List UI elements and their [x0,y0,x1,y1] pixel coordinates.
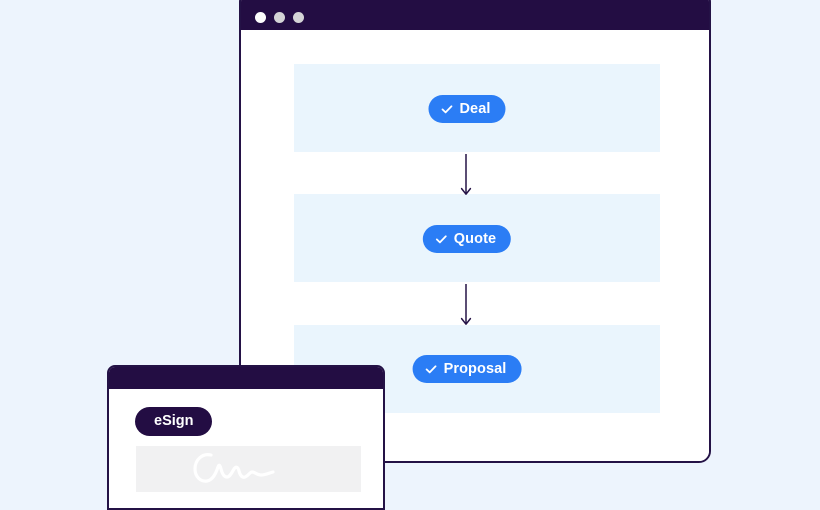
workflow-step-deal[interactable]: Deal [428,95,506,123]
check-icon [435,233,448,246]
check-icon [440,103,453,116]
esign-window-titlebar [109,367,383,389]
workflow-step-label: Quote [453,230,497,247]
esign-window: eSign [107,365,385,510]
workflow-window: Deal Quote Proposal [239,0,711,463]
traffic-light-dot-close[interactable] [255,12,266,23]
traffic-light-dots [255,12,304,23]
arrow-quote-to-proposal-icon [459,284,473,326]
signature-canvas[interactable] [136,446,361,492]
esign-badge[interactable]: eSign [135,407,213,436]
workflow-step-label: Proposal [443,360,507,377]
workflow-step-proposal[interactable]: Proposal [412,355,522,383]
traffic-light-dot-maximize[interactable] [293,12,304,23]
workflow-step-quote[interactable]: Quote [422,225,512,253]
check-icon [425,363,438,376]
traffic-light-dot-minimize[interactable] [274,12,285,23]
window-titlebar [241,0,709,30]
arrow-deal-to-quote-icon [459,154,473,196]
esign-badge-label: eSign [154,413,194,430]
workflow-step-label: Deal [459,100,491,117]
esign-canvas: eSign [109,389,383,508]
